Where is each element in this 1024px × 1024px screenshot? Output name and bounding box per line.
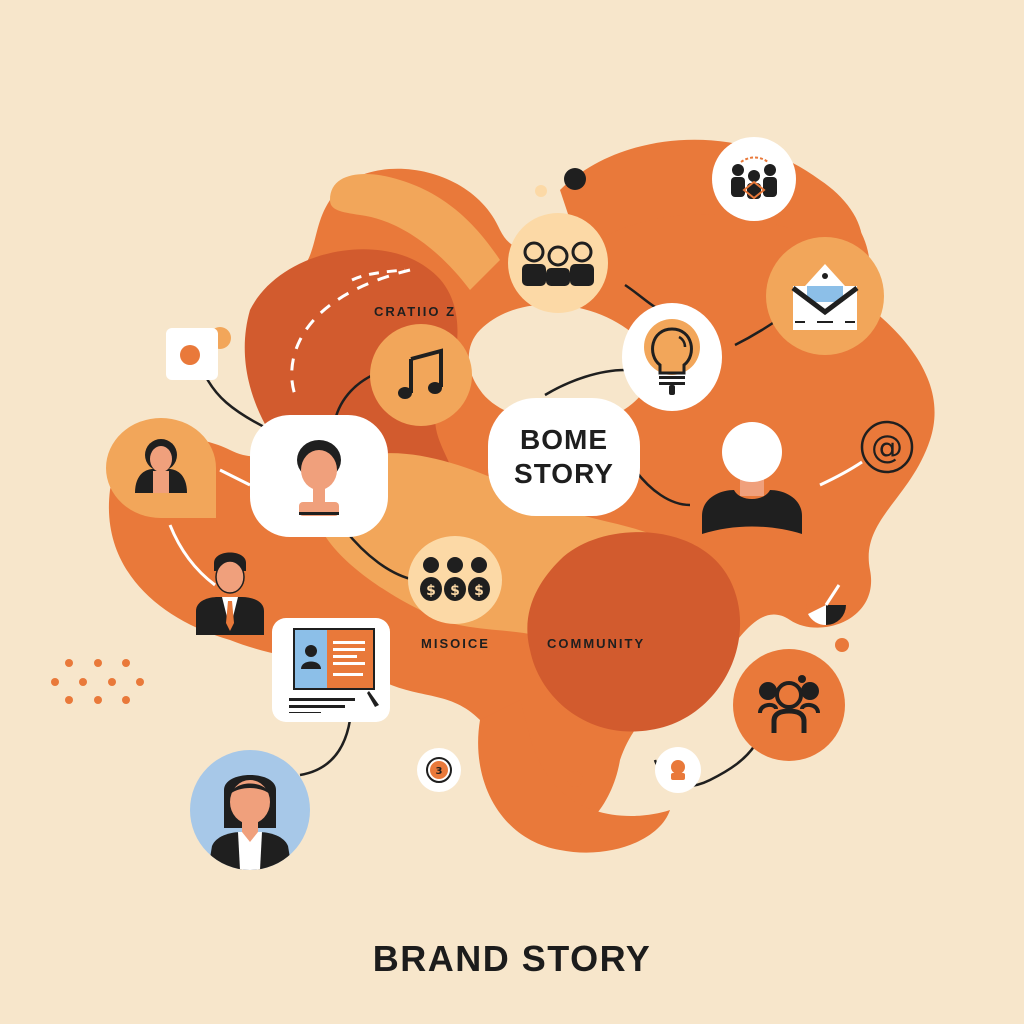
chat-bubble-icon	[180, 345, 200, 365]
center-line-1: BOME	[520, 424, 608, 455]
money-people-icon: $ $ $	[420, 557, 490, 601]
music-node[interactable]	[370, 324, 472, 426]
pie-chart-icon	[806, 584, 846, 626]
user-silhouette-icon	[702, 422, 802, 534]
at-sign-node[interactable]: @	[860, 420, 914, 474]
dashed-line	[351, 268, 406, 282]
group-people-icon	[522, 241, 594, 286]
center-story-bubble[interactable]: BOME STORY	[488, 398, 640, 516]
target-icon: 3	[426, 757, 452, 783]
target-node[interactable]: 3	[417, 748, 461, 792]
label-misoice: MISOICE	[421, 636, 490, 651]
profile-woman-orange-node[interactable]	[106, 418, 216, 518]
label-cratiio: CRATIIO Z	[374, 304, 457, 319]
woman-avatar-icon	[135, 439, 187, 493]
music-note-icon	[398, 348, 443, 399]
woman-portrait-node[interactable]	[190, 750, 310, 870]
envelope-icon	[791, 264, 859, 330]
team-cycle-icon	[731, 156, 777, 200]
profile-card-node[interactable]	[272, 618, 390, 722]
svg-text:3: 3	[436, 766, 443, 777]
email-node[interactable]	[766, 237, 884, 355]
user-small-icon	[671, 760, 685, 780]
dot-grid	[51, 659, 144, 704]
center-line-2: STORY	[514, 458, 614, 489]
idea-node[interactable]	[622, 303, 722, 411]
svg-text:@: @	[871, 428, 903, 466]
woman-avatar-icon	[297, 440, 341, 516]
user-small-node[interactable]	[655, 747, 701, 793]
svg-text:$: $	[426, 583, 436, 599]
svg-text:$: $	[474, 583, 484, 599]
anonymous-user-node[interactable]	[700, 410, 804, 534]
woman-portrait-icon	[208, 775, 292, 870]
at-sign-icon: @	[860, 420, 914, 474]
team-collaboration-node[interactable]	[712, 137, 796, 221]
profile-woman-white-node[interactable]	[250, 415, 388, 537]
profile-card-icon	[289, 628, 379, 713]
businessman-node[interactable]	[192, 545, 268, 635]
businessman-icon	[196, 552, 264, 635]
money-people-node[interactable]: $ $ $	[408, 536, 502, 624]
group-people-node[interactable]	[508, 213, 608, 313]
pie-chart-node[interactable]	[803, 582, 849, 628]
chat-node[interactable]	[166, 328, 218, 380]
community-icon	[758, 675, 820, 733]
lightbulb-icon	[644, 319, 700, 395]
label-community: COMMUNITY	[547, 636, 646, 651]
community-node[interactable]	[733, 649, 845, 761]
page-title: BRAND STORY	[372, 938, 652, 979]
svg-text:$: $	[450, 583, 460, 599]
